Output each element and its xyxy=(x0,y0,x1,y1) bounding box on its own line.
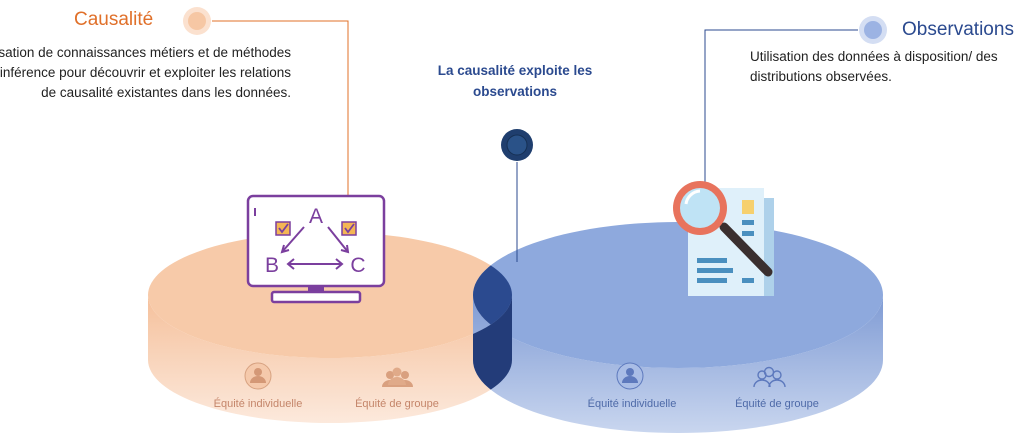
causal-graph-monitor-icon: A B C xyxy=(246,194,386,304)
observations-title: Observations xyxy=(902,19,1014,40)
intersection-dot xyxy=(501,129,533,161)
observations-description-line1: Utilisation des données à disposition/ d… xyxy=(750,49,998,64)
causalite-description: Utilisation de connaissances métiers et … xyxy=(0,45,291,100)
right-individual-icon xyxy=(616,362,644,390)
right-disc xyxy=(473,222,883,433)
node-c-label: C xyxy=(350,254,365,277)
causalite-title: Causalité xyxy=(74,9,154,30)
left-individual-label: Équité individuelle xyxy=(213,398,303,410)
connector-lines xyxy=(212,20,858,262)
node-b-label: B xyxy=(265,254,279,277)
right-individual-label: Équité individuelle xyxy=(587,398,677,410)
intersection-caption: La causalité exploite les observations xyxy=(437,63,593,99)
right-group-icon xyxy=(753,366,786,388)
document-magnifier-icon xyxy=(673,181,774,296)
right-group-label: Équité de groupe xyxy=(735,398,819,410)
left-individual-icon xyxy=(244,362,272,390)
observations-description: Utilisation des données à disposition/ d… xyxy=(750,47,1031,87)
left-group-icon xyxy=(382,367,413,387)
node-a-label: A xyxy=(309,205,323,228)
observations-description-line2: distributions observées. xyxy=(750,69,892,84)
causal-dot xyxy=(183,7,211,35)
left-group-label: Équité de groupe xyxy=(355,398,439,410)
observation-dot xyxy=(859,16,887,44)
